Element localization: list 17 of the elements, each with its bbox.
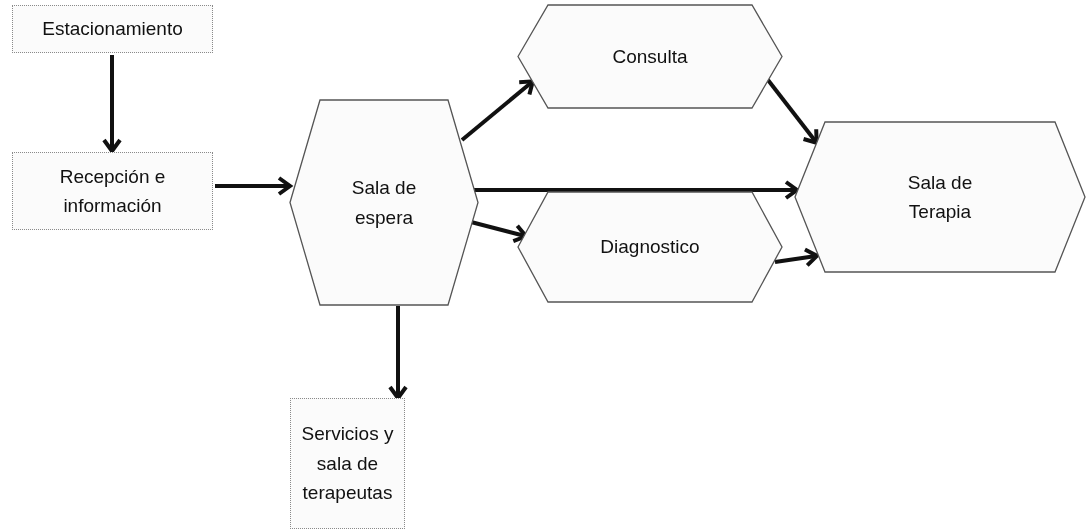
arrow bbox=[102, 55, 122, 153]
arrow bbox=[474, 180, 799, 200]
node-label: Sala de Terapia bbox=[906, 170, 974, 224]
arrow bbox=[774, 247, 819, 268]
node-label: Sala de espera bbox=[350, 176, 418, 230]
arrow bbox=[388, 306, 408, 400]
process-box bbox=[12, 152, 213, 230]
node-label: Consulta bbox=[612, 44, 688, 69]
arrow bbox=[215, 176, 292, 196]
node-label: Servicios y sala de terapeutas bbox=[300, 422, 395, 506]
node-label: Diagnostico bbox=[600, 235, 700, 260]
arrow bbox=[460, 79, 535, 142]
process-box bbox=[290, 398, 405, 529]
arrow bbox=[766, 78, 819, 145]
node-label: Estacionamiento bbox=[42, 17, 183, 42]
node-label: Recepción e información bbox=[58, 164, 167, 218]
process-box bbox=[12, 5, 213, 53]
